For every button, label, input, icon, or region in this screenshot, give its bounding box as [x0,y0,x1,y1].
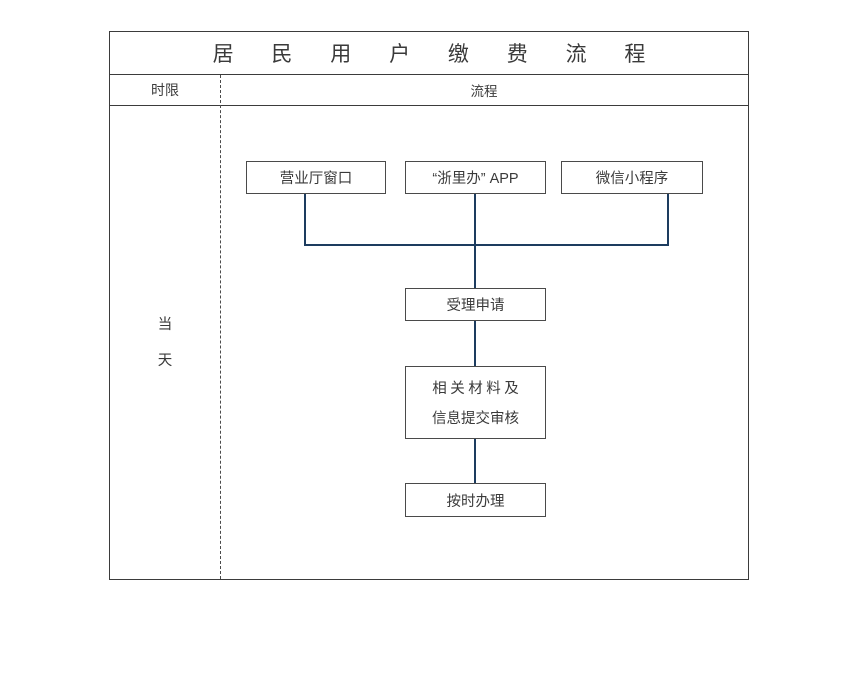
connector-submit-to-handle [474,439,476,484]
deadline-value-line2: 天 [157,352,173,369]
flow-node-service-hall-window[interactable]: 营业厅窗口 [246,161,386,194]
connector-rail-to-accept [474,244,476,289]
table-header-row: 时限 流程 [110,75,748,106]
connector-miniprogram-to-rail [667,194,669,245]
process-flow-table: 居 民 用 户 缴 费 流 程 时限 流程 当 天 营业厅窗口 “浙 [109,31,749,580]
flow-node-label-line1: 相关材料及 [432,381,523,397]
flow-node-accept-application[interactable]: 受理申请 [405,288,546,321]
flow-node-label: 微信小程序 [595,171,669,187]
connector-accept-to-submit [474,321,476,367]
flow-node-label: 营业厅窗口 [279,171,353,187]
connector-window-to-rail [304,194,306,245]
table-body-row: 当 天 营业厅窗口 “浙里办” APP 微信小程序 受理申请 [110,75,748,579]
table-title-row: 居 民 用 户 缴 费 流 程 [110,32,748,75]
flow-node-zhejiang-app[interactable]: “浙里办” APP [405,161,546,194]
flow-node-label: 按时办理 [446,493,505,510]
column-divider-dashed [220,75,221,579]
connector-merge-rail [304,244,669,246]
flow-node-wechat-miniprogram[interactable]: 微信小程序 [561,161,703,194]
column-header-process: 流程 [470,84,498,99]
flow-node-submit-materials-review[interactable]: 相关材料及 信息提交审核 [405,366,546,439]
flow-node-label: “浙里办” APP [432,171,519,187]
flow-node-process-on-time[interactable]: 按时办理 [405,483,546,517]
flow-node-label: 受理申请 [446,298,505,314]
deadline-value: 当 天 [110,106,220,579]
page-title: 居 民 用 户 缴 费 流 程 [212,43,662,66]
flow-canvas: 营业厅窗口 “浙里办” APP 微信小程序 受理申请 相关材料及 信息提交审核 … [220,106,748,579]
column-header-deadline: 时限 [151,82,179,98]
connector-app-to-rail [474,194,476,245]
flow-node-label-line2: 信息提交审核 [432,411,519,427]
deadline-value-line1: 当 [157,316,173,333]
